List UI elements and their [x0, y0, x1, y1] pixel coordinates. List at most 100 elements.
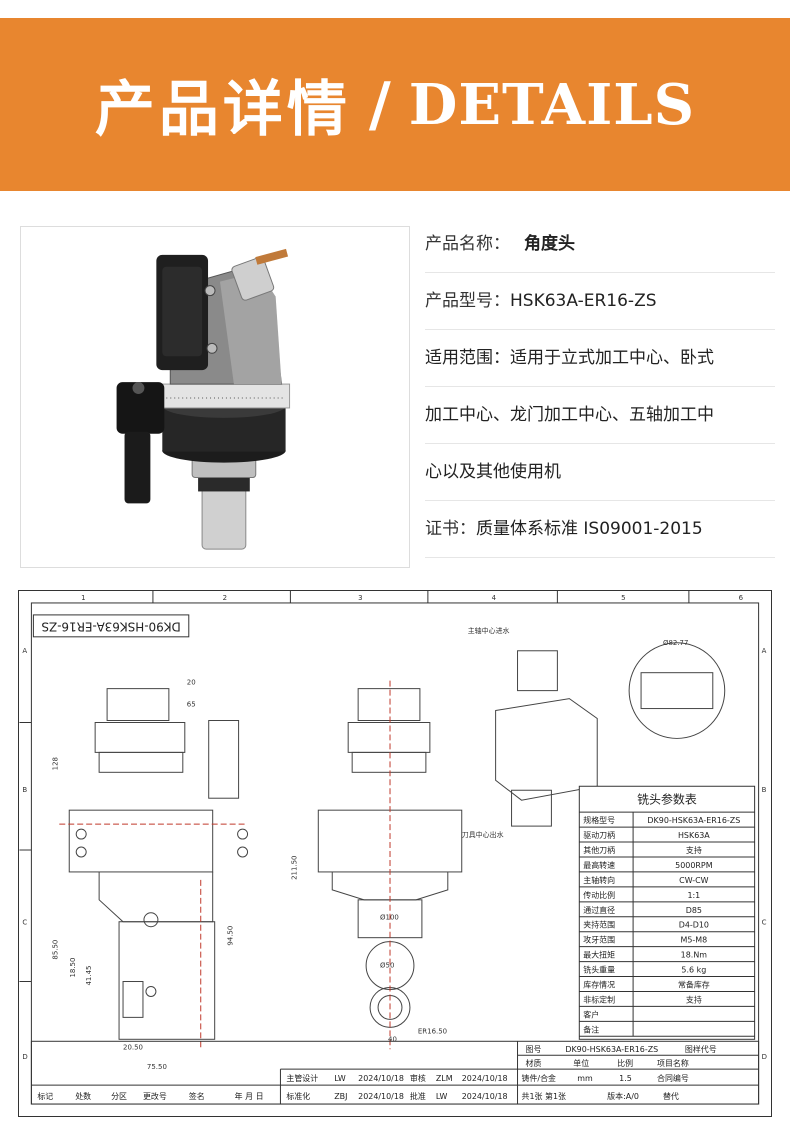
- material-label: 材质: [526, 1058, 542, 1068]
- row-letter: C: [762, 919, 767, 927]
- param-value: M5-M8: [681, 936, 708, 945]
- dim-82-77: Ø82.77: [663, 639, 688, 647]
- contract-label: 合同编号: [657, 1073, 689, 1083]
- param-value: 18.Nm: [681, 951, 708, 960]
- standard: ZBJ: [334, 1092, 347, 1101]
- drawing-svg: 1 2 3 4 5 6 A B C D A B C D DK90-HSK63A-…: [19, 591, 767, 1105]
- dim-65: 65: [187, 701, 196, 709]
- param-label: 驱动刀柄: [583, 830, 615, 840]
- dim-94-50: 94.50: [227, 926, 235, 946]
- drawing-no-label: 图号: [526, 1045, 542, 1054]
- version: 版本:A/0: [607, 1091, 639, 1101]
- dim-100: Ø100: [380, 914, 399, 922]
- param-value: 常备库存: [678, 979, 710, 989]
- param-value: 5000RPM: [675, 861, 713, 870]
- standard-label: 标准化: [286, 1091, 310, 1101]
- scale-value: 1.5: [619, 1074, 632, 1083]
- product-cert-label: 证书：: [425, 519, 476, 539]
- param-value: D4-D10: [679, 921, 709, 930]
- product-name-value: 角度头: [524, 234, 575, 254]
- product-name-label: 产品名称：: [425, 234, 510, 254]
- revision-header: 标记: [37, 1091, 53, 1101]
- param-label: 攻牙范围: [583, 935, 615, 945]
- param-label: 非标定制: [583, 994, 615, 1004]
- model-box-text: DK90-HSK63A-ER16-ZS: [41, 619, 180, 633]
- param-label: 客户: [583, 1009, 599, 1019]
- note-center-inlet: 主轴中心进水: [468, 626, 510, 635]
- note-tool-outlet: 刀具中心出水: [462, 830, 504, 839]
- review-date: 2024/10/18: [462, 1074, 508, 1083]
- design-date: 2024/10/18: [358, 1074, 404, 1083]
- product-info: 产品名称： 角度头 产品型号：HSK63A-ER16-ZS 适用范围：适用于立式加…: [425, 216, 775, 558]
- param-label: 铣头重量: [583, 965, 615, 975]
- row-letter: C: [22, 919, 27, 927]
- angle-head-illustration: [116, 248, 291, 550]
- param-value: 支持: [686, 994, 702, 1004]
- product-scope-line2: 加工中心、龙门加工中心、五轴加工中: [425, 387, 775, 444]
- revision-header: 年 月 日: [235, 1091, 264, 1101]
- title-block: [30, 1040, 760, 1105]
- col-number: 6: [739, 594, 743, 602]
- product-model-value: HSK63A-ER16-ZS: [510, 291, 657, 311]
- row-letter: A: [22, 647, 27, 655]
- param-label: 主轴转向: [583, 875, 615, 885]
- header-banner: 产品详情 / DETAILS: [0, 18, 790, 191]
- dim-128: 128: [51, 757, 59, 770]
- revision-header: 分区: [111, 1092, 127, 1101]
- param-label: 最大扭矩: [583, 950, 615, 960]
- param-value: CW-CW: [679, 876, 709, 885]
- row-letter: D: [762, 1053, 767, 1061]
- param-value: HSK63A: [678, 831, 710, 840]
- standard-date: 2024/10/18: [358, 1092, 404, 1101]
- dim-85-50: 85.50: [51, 940, 59, 960]
- col-number: 5: [621, 594, 625, 602]
- dim-20-50: 20.50: [123, 1043, 143, 1051]
- dim-211-50: 211.50: [290, 856, 298, 880]
- row-letter: D: [22, 1053, 27, 1061]
- approver: LW: [436, 1092, 448, 1101]
- reviewer: ZLM: [436, 1074, 453, 1083]
- revision-header: 更改号: [143, 1091, 167, 1101]
- product-photo: [20, 226, 410, 568]
- banner-title-en: DETAILS: [408, 71, 696, 138]
- param-value: 支持: [686, 845, 702, 855]
- replace-label: 替代: [663, 1091, 679, 1101]
- row-letters: A B C D A B C D: [22, 647, 767, 1061]
- param-label: 传动比例: [583, 890, 615, 900]
- review-label: 审核: [410, 1073, 426, 1083]
- material-value: 铸件/合金: [522, 1073, 557, 1083]
- banner-title: 产品详情 / DETAILS: [0, 18, 790, 191]
- project-label: 项目名称: [657, 1058, 689, 1068]
- param-label: 其他刀柄: [583, 845, 615, 855]
- param-label: 通过直径: [583, 905, 615, 915]
- param-label: 库存情况: [583, 979, 615, 989]
- approve-date: 2024/10/18: [462, 1092, 508, 1101]
- column-numbers: 1 2 3 4 5 6: [81, 594, 743, 602]
- param-value: 1:1: [687, 891, 700, 900]
- dim-er16: ER16.50: [418, 1027, 447, 1035]
- param-label: 最高转速: [583, 860, 615, 870]
- product-scope-line1: 适用范围：适用于立式加工中心、卧式: [425, 330, 775, 387]
- dim-40: 40: [388, 1035, 397, 1043]
- product-model-label: 产品型号：: [425, 291, 510, 311]
- designer: LW: [334, 1074, 346, 1083]
- row-letter: B: [762, 786, 767, 794]
- col-number: 1: [81, 594, 85, 602]
- dimensions: 20 65 128 211.50 85.50 18.50 41.45 94.50…: [51, 639, 688, 1071]
- param-table-title: 铣头参数表: [637, 792, 697, 807]
- unit-label: 单位: [573, 1058, 589, 1068]
- param-label: 夹持范围: [583, 920, 615, 930]
- dim-50: Ø50: [380, 962, 394, 970]
- top-view: [628, 642, 726, 739]
- param-value: D85: [686, 906, 702, 915]
- row-letter: A: [762, 647, 767, 655]
- col-number: 2: [223, 594, 227, 602]
- product-scope-line3: 心以及其他使用机: [425, 444, 775, 501]
- dim-18-50: 18.50: [69, 958, 77, 978]
- drawing-no: DK90-HSK63A-ER16-ZS: [565, 1045, 658, 1054]
- col-number: 3: [358, 594, 362, 602]
- sheets: 共1张 第1张: [522, 1091, 567, 1101]
- borrow-no-label: 图样代号: [685, 1044, 717, 1054]
- row-letter: B: [22, 786, 27, 794]
- product-cert-value: 质量体系标准 IS09001-2015: [476, 519, 703, 539]
